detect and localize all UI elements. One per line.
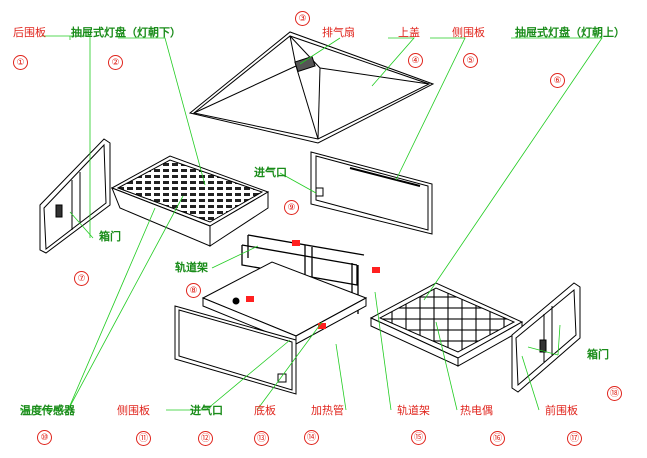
- callout-number-2: ②: [108, 55, 123, 70]
- label-air-intake-upper: 进气口: [254, 166, 287, 179]
- callout-number-3: ③: [295, 11, 310, 26]
- callout-number-16: ⑯: [490, 431, 505, 446]
- label-box-door-right: 箱门: [587, 348, 609, 361]
- callout-number-1: ①: [13, 55, 28, 70]
- callout-number-6: ⑥: [550, 73, 565, 88]
- drawer-tray-lamps-up: [369, 282, 524, 367]
- callout-number-8: ⑧: [186, 283, 201, 298]
- base-plate: [201, 261, 368, 345]
- callout-number-14: ⑭: [304, 430, 319, 445]
- callout-number-12: ⑫: [198, 431, 213, 446]
- front-panel: [511, 282, 581, 393]
- callout-number-18: ⑱: [607, 386, 622, 401]
- label-side-panel-bottom: 侧围板: [117, 404, 150, 417]
- top-cover: [188, 31, 435, 144]
- label-heating-tube: 加热管: [311, 404, 344, 417]
- label-air-intake-lower: 进气口: [190, 404, 223, 417]
- label-back-panel: 后围板: [13, 26, 46, 39]
- exhaust-fan: [294, 55, 316, 73]
- callout-number-9: ⑨: [284, 200, 299, 215]
- label-box-door-left: 箱门: [99, 230, 121, 243]
- label-drawer-tray-down: 抽屉式灯盘（灯朝下）: [71, 26, 181, 39]
- label-drawer-tray-up: 抽屉式灯盘（灯朝上）: [515, 26, 625, 39]
- callout-number-15: ⑮: [411, 430, 426, 445]
- callout-number-17: ⑰: [567, 431, 582, 446]
- label-front-panel: 前围板: [545, 404, 578, 417]
- label-exhaust-fan: 排气扇: [322, 26, 355, 39]
- side-panel-bottom: [174, 305, 297, 395]
- callout-number-7: ⑦: [74, 271, 89, 286]
- label-side-panel-top: 侧围板: [452, 26, 485, 39]
- callout-number-4: ④: [408, 53, 423, 68]
- back-panel: [39, 138, 111, 254]
- leader-lines: [20, 35, 603, 411]
- drawer-tray-lamps-down: [110, 155, 270, 247]
- label-thermocouple: 热电偶: [460, 404, 493, 417]
- side-panel-top: [310, 151, 433, 235]
- callout-number-10: ⑩: [37, 430, 52, 445]
- label-top-cover: 上盖: [398, 26, 420, 39]
- callout-number-11: ⑪: [136, 431, 151, 446]
- label-base-plate: 底板: [254, 404, 276, 417]
- marker-group: [292, 240, 380, 273]
- label-rail-frame-bottom: 轨道架: [397, 404, 430, 417]
- callout-number-5: ⑤: [463, 53, 478, 68]
- label-rail-frame-left: 轨道架: [175, 261, 208, 274]
- label-temperature-sensor: 温度传感器: [20, 404, 75, 417]
- callout-number-13: ⑬: [254, 431, 269, 446]
